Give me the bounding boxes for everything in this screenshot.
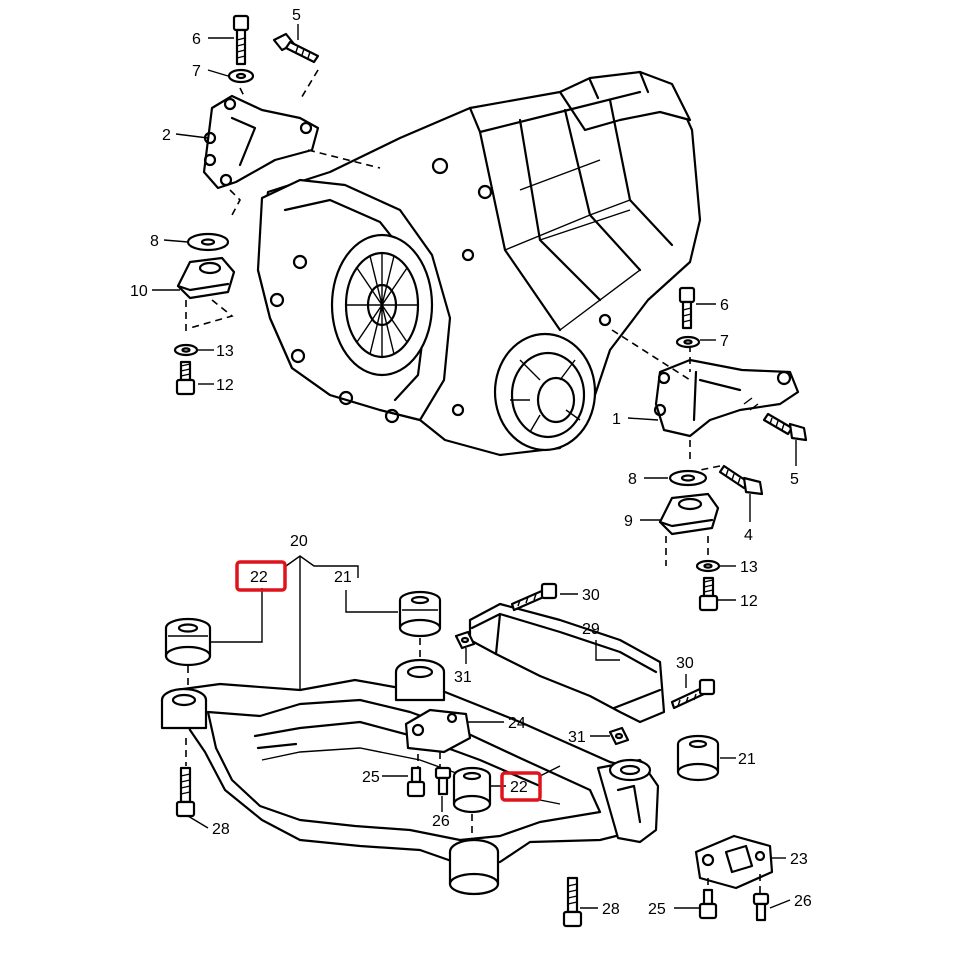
- washer-13-left: [173, 343, 199, 357]
- bolt-26-right: [752, 892, 770, 922]
- nut-31-right: [608, 726, 630, 746]
- highlight-box-22-top: [235, 560, 287, 592]
- callout-6: 6: [720, 297, 729, 314]
- mount-10-left: [176, 256, 236, 300]
- bushing-22-left: [164, 617, 212, 667]
- transmission-housing: [256, 70, 702, 457]
- bolt-26-center: [434, 766, 452, 796]
- bolt-6-top-left: [232, 14, 250, 66]
- bolt-6-right: [678, 286, 696, 330]
- callout-7: 7: [720, 333, 729, 350]
- mount-23: [694, 834, 774, 890]
- callout-26: 26: [794, 893, 812, 910]
- callout-numbers: 6 5 7 2 8 10 13 12 6 7 1 5 8 4 9 13 12 2…: [130, 7, 812, 918]
- callout-8: 8: [628, 471, 637, 488]
- washer-8-left: [186, 232, 230, 252]
- washer-8-right: [668, 469, 708, 487]
- nut-31-left: [454, 630, 476, 650]
- callout-23: 23: [790, 851, 808, 868]
- bolt-25-center: [406, 766, 426, 798]
- bolt-12-right: [698, 576, 719, 612]
- callout-25: 25: [648, 901, 666, 918]
- bushing-21-seat-right: [608, 758, 652, 782]
- washer-13-right: [695, 559, 721, 573]
- callout-9: 9: [624, 513, 633, 530]
- bolt-25-right: [698, 888, 718, 920]
- callout-12: 12: [216, 377, 234, 394]
- bolt-28-bottom: [562, 876, 583, 928]
- callout-13: 13: [216, 343, 234, 360]
- callout-6: 6: [192, 31, 201, 48]
- mount-9-right: [658, 492, 720, 536]
- callout-31: 31: [454, 669, 472, 686]
- washer-7-right: [675, 335, 701, 349]
- bushing-22-seat-left: [160, 687, 208, 730]
- callout-5: 5: [292, 7, 301, 24]
- bushing-21-right: [676, 734, 720, 782]
- callout-12: 12: [740, 593, 758, 610]
- callout-4: 4: [744, 527, 753, 544]
- callout-26: 26: [432, 813, 450, 830]
- bushing-22-seat-bottom: [448, 838, 500, 896]
- transmission-bracket-left: [202, 94, 320, 190]
- callout-24: 24: [508, 715, 526, 732]
- bolt-30-right: [670, 678, 716, 710]
- callout-20: 20: [290, 533, 308, 550]
- callout-5: 5: [790, 471, 799, 488]
- callout-28: 28: [602, 901, 620, 918]
- callout-2: 2: [162, 127, 171, 144]
- leader-lines: [152, 24, 797, 909]
- highlight-box-22-bottom: [500, 771, 542, 802]
- bushing-21-top: [398, 590, 442, 638]
- bolt-5-right: [762, 412, 808, 442]
- bolt-30-top: [510, 582, 558, 612]
- callout-21: 21: [738, 751, 756, 768]
- bushing-22-center: [452, 766, 492, 814]
- callout-13: 13: [740, 559, 758, 576]
- callout-7: 7: [192, 63, 201, 80]
- bolt-12-left: [175, 360, 196, 396]
- bushing-21-seat-top: [394, 658, 446, 702]
- callout-21: 21: [334, 569, 352, 586]
- callout-25: 25: [362, 769, 380, 786]
- crossmember-29: [468, 602, 666, 724]
- callout-28: 28: [212, 821, 230, 838]
- washer-7-top-left: [227, 68, 255, 84]
- callout-22: 22: [250, 569, 268, 586]
- callout-30: 30: [582, 587, 600, 604]
- callout-29: 29: [582, 621, 600, 638]
- callout-30: 30: [676, 655, 694, 672]
- callout-8: 8: [150, 233, 159, 250]
- mount-24: [404, 708, 472, 754]
- transmission-bracket-right: [653, 358, 800, 438]
- callout-31: 31: [568, 729, 586, 746]
- bolt-4-right: [718, 464, 764, 496]
- callout-10: 10: [130, 283, 148, 300]
- bolt-28-left: [175, 766, 196, 818]
- callout-22: 22: [510, 779, 528, 796]
- bolt-5-top-left: [272, 32, 320, 64]
- callout-1: 1: [612, 411, 621, 428]
